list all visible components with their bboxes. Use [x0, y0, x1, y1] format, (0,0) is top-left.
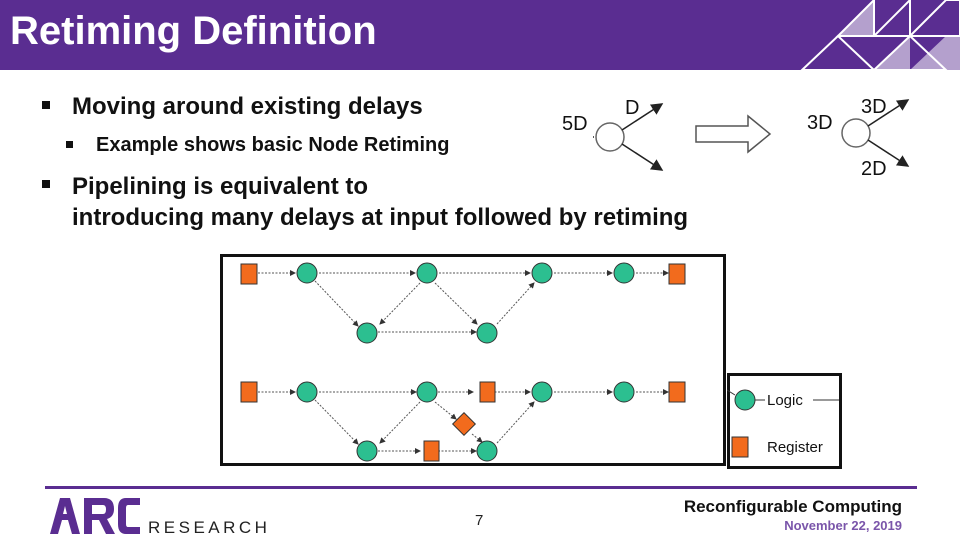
register-icon: [668, 381, 686, 403]
output-edge-top: [621, 103, 664, 131]
node-retiming-diagram: 5D D 3D 3D 2D: [562, 96, 910, 180]
register-icon: [423, 440, 440, 462]
logic-node-icon: [416, 381, 438, 403]
label-2d-out: 2D: [861, 158, 887, 180]
logic-node-icon: [476, 440, 498, 462]
sub-bullet-node-retiming: Example shows basic Node Retiming: [96, 134, 450, 156]
pipelining-diagram: [240, 262, 686, 462]
node-before: [595, 122, 625, 152]
register-icon: [668, 263, 686, 285]
title-bar: [0, 0, 960, 70]
logic-node-icon: [476, 322, 498, 344]
register-icon: [240, 381, 258, 403]
label-3d-out: 3D: [861, 96, 887, 118]
footer-course-title: Reconfigurable Computing: [683, 497, 902, 516]
pipeline-edges: [258, 270, 669, 454]
arc-logo: [50, 498, 140, 534]
logic-node-icon: [296, 381, 318, 403]
logic-node-icon: [356, 440, 378, 462]
legend-symbols: [727, 389, 839, 458]
legend-logic-label: Logic: [767, 392, 803, 409]
bullet-marker: [42, 180, 50, 188]
logic-node-icon: [416, 262, 438, 284]
footer-date: November 22, 2019: [784, 518, 902, 533]
node-after: [841, 118, 871, 148]
logic-node-icon: [613, 381, 635, 403]
label-3d-in: 3D: [807, 112, 833, 134]
bullet-pipelining-line1: Pipelining is equivalent to: [72, 173, 369, 200]
bullet-pipelining: Pipelining is equivalent to introducing …: [72, 171, 688, 233]
output-edge-top: [867, 99, 910, 127]
output-edge-bottom: [621, 143, 664, 171]
pipelining-diagram-frame: [220, 254, 726, 466]
output-edge-bottom: [867, 139, 910, 167]
register-icon: [479, 381, 496, 403]
logic-node-icon: [356, 322, 378, 344]
label-d: D: [625, 97, 639, 119]
bullet-moving-delays: Moving around existing delays: [72, 93, 423, 120]
logic-node-icon: [613, 262, 635, 284]
logic-node-icon: [734, 389, 756, 411]
register-icon: [451, 411, 477, 437]
slide-title: Retiming Definition: [10, 9, 377, 53]
register-icon: [731, 436, 749, 458]
legend-register-label: Register: [767, 439, 823, 456]
page-number: 7: [475, 512, 484, 529]
logo-research-text: RESEARCH: [148, 518, 271, 537]
right-arrow-icon: [695, 114, 772, 154]
triangle-pattern-decoration: [799, 0, 960, 71]
logic-node-icon: [531, 381, 553, 403]
logic-node-icon: [296, 262, 318, 284]
register-icon: [240, 263, 258, 285]
label-5d: 5D: [562, 113, 588, 135]
logic-node-icon: [531, 262, 553, 284]
sub-bullet-marker: [66, 141, 73, 148]
bullet-pipelining-line2: introducing many delays at input followe…: [72, 204, 689, 231]
footer-divider: [45, 486, 917, 489]
bullet-marker: [42, 101, 50, 109]
